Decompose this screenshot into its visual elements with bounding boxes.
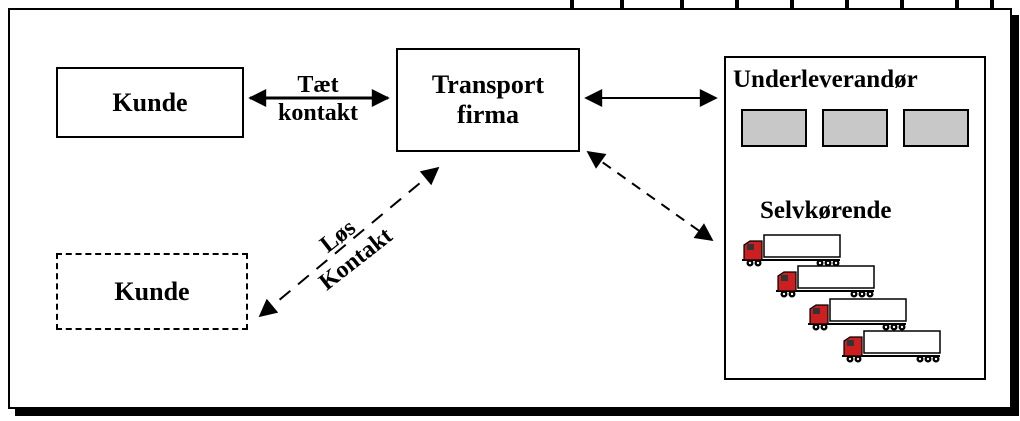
- subcontractor-slot: [822, 109, 888, 147]
- truck-icon: [742, 234, 841, 267]
- owner-operator-arrow: [586, 150, 714, 242]
- subcontractor-slot: [741, 109, 807, 147]
- subcontractor-slot: [903, 109, 969, 147]
- transport-company-box: Transport firma: [396, 48, 580, 152]
- loose-contact-arrow: [258, 166, 440, 318]
- customer-label-close: Kunde: [112, 87, 188, 117]
- transport-company-label: Transport firma: [431, 70, 545, 129]
- customer-box-close: Kunde: [56, 67, 244, 138]
- truck-icon: [842, 330, 941, 363]
- truck-icon: [776, 265, 875, 298]
- truck-icon: [808, 298, 907, 331]
- owner-operator-label: Selvkørende: [760, 197, 892, 224]
- truncated-header-fragment: [560, 0, 1010, 10]
- customer-label-loose: Kunde: [114, 276, 190, 306]
- subcontractor-label: Underleverandør: [733, 66, 918, 93]
- header-fragment-strokes: [570, 0, 994, 8]
- customer-box-loose: Kunde: [56, 253, 248, 330]
